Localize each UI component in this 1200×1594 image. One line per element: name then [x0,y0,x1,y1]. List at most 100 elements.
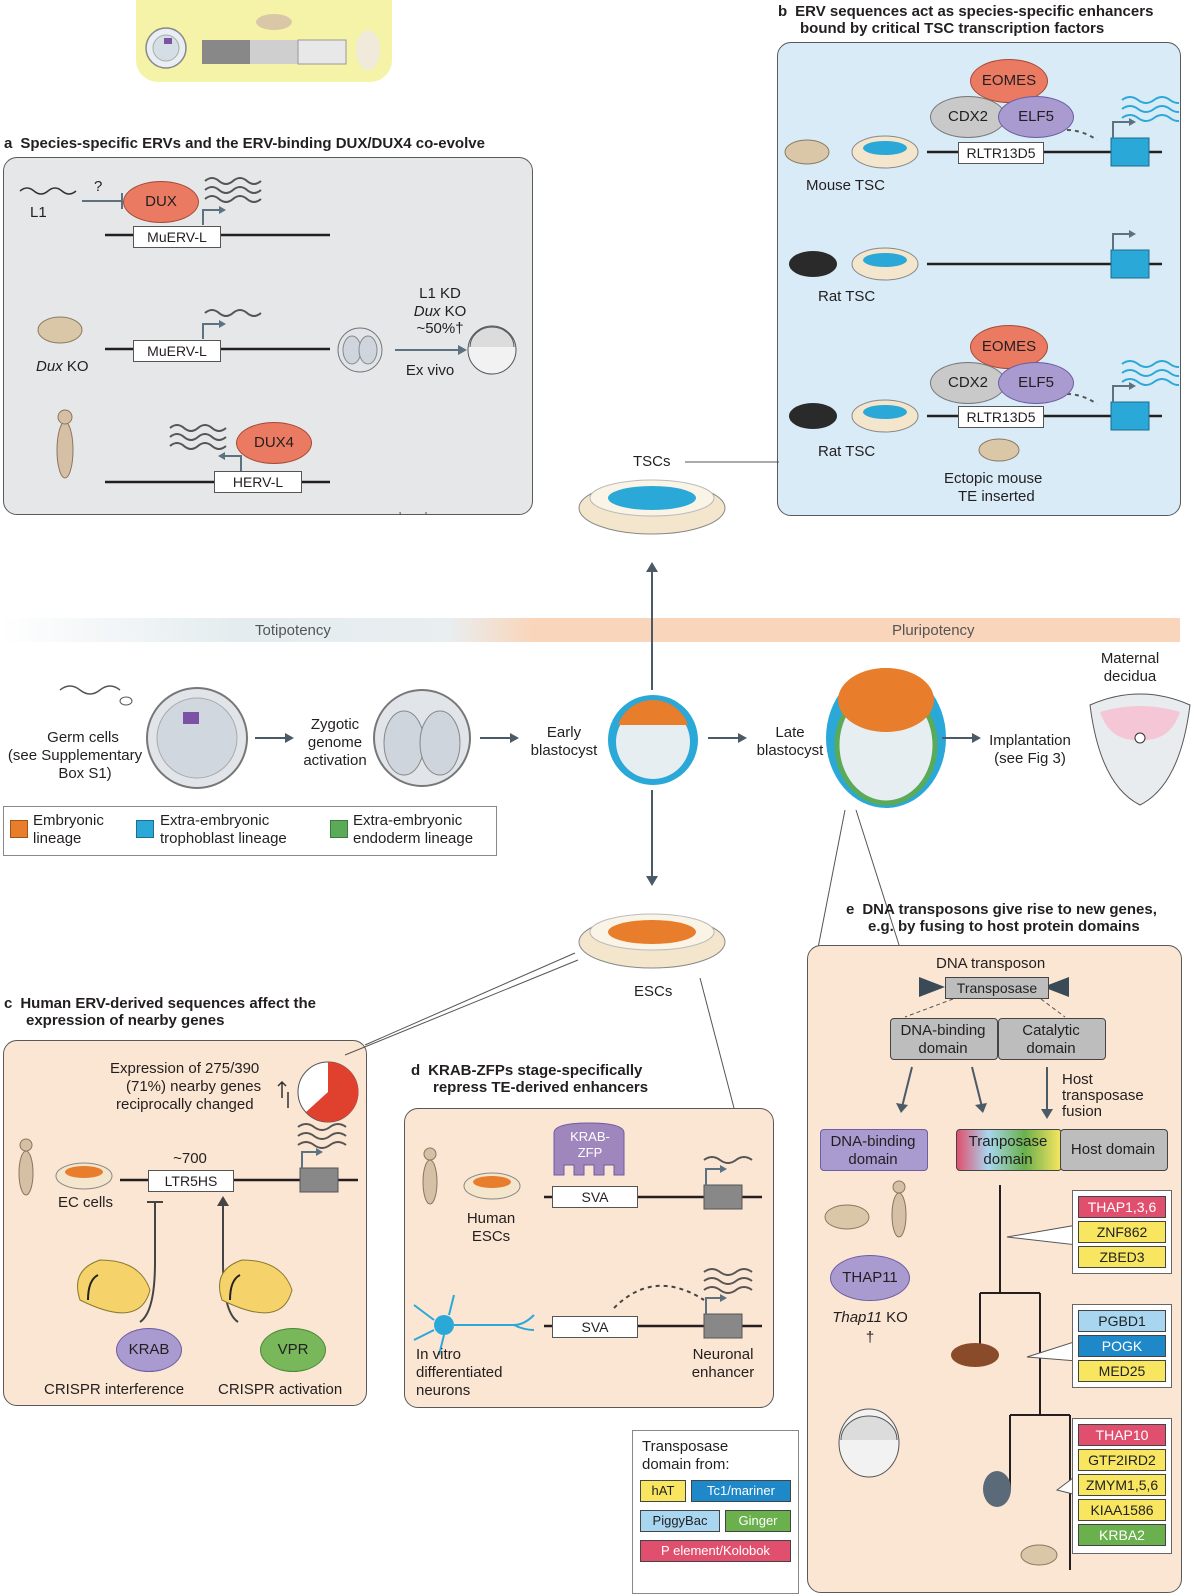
eomes-protein-2: EOMES [970,325,1048,369]
ec-cells-label: EC cells [58,1194,114,1211]
legend-hat: hAT [640,1480,686,1502]
catalytic-domain-box [998,1018,1106,1060]
catalytic-label-1: Catalytic [1022,1022,1080,1039]
host-domain-box [1060,1129,1168,1171]
transposase-domain-box [956,1129,1062,1171]
early-blastocyst-label-1: Early [546,724,582,741]
gene-chip: KIAA1586 [1078,1499,1166,1521]
panel-c-graphics [18,952,579,1323]
expression-label-1: Expression of 275/390 [110,1060,260,1077]
human-escs-label-2: ESCs [471,1228,511,1245]
expression-label-3: reciprocally changed [116,1096,254,1113]
approx-700-label: ~700 [173,1150,207,1167]
ex-vivo-label: Ex vivo [405,362,455,379]
l1-kd-label: L1 KD [419,285,461,302]
dux-ko-line: Dux KO [413,303,467,320]
dbd-derived-label-2: domain [848,1151,898,1168]
embryonic-label-2: lineage [33,830,82,847]
thap11-protein: THAP11 [830,1255,910,1301]
tranposase-label-2: domain [983,1151,1033,1168]
percent-label: ~50%† [416,320,464,337]
legend-tc1: Tc1/mariner [691,1480,791,1502]
tscs-label: TSCs [633,453,671,470]
host-fusion-label-2: transposase [1062,1087,1144,1104]
trophoblast-label-1: Extra-embryonic [160,812,270,829]
escs-label: ESCs [634,983,673,1000]
legend-piggybac: PiggyBac [640,1510,720,1532]
crispr-interference-label: CRISPR interference [44,1381,185,1398]
elf5-protein-1: ELF5 [998,96,1074,138]
neuronal-enhancer-label-1: Neuronal [692,1346,754,1363]
maternal-decidua-label-1: Maternal [1100,650,1160,667]
implantation-label-2: (see Fig 3) [994,750,1066,767]
krab-domain: KRAB [116,1328,182,1372]
ltr5hs-box: LTR5HS [148,1170,234,1192]
late-blastocyst-label-2: blastocyst [756,742,824,759]
dagger-label: † [865,1329,875,1346]
gene-chip: POGK [1078,1335,1166,1357]
in-vitro-label-1: In vitro [416,1346,462,1363]
tranposase-label-1: Tranposase [968,1133,1048,1150]
herv-l-box: HERV-L [214,471,302,493]
dux-ko-label: Dux KO [36,358,89,375]
trophoblast-label-2: trophoblast lineage [160,830,287,847]
embryonic-swatch [10,820,28,838]
late-blastocyst-label-1: Late [775,724,805,741]
germ-cells-label-2: (see Supplementary [7,747,143,764]
ectopic-label-2: TE inserted [958,488,1035,505]
endoderm-label-2: endoderm lineage [353,830,474,847]
legend-ginger: Ginger [725,1510,791,1532]
vpr-domain: VPR [260,1328,326,1372]
thap11-ko-label: Thap11 KO [832,1309,908,1326]
embryonic-label-1: Embryonic [33,812,104,829]
transposase-legend-title-1: Transposase [642,1438,729,1455]
mouse-tsc-label: Mouse TSC [806,177,885,194]
dbd-label-2: domain [918,1040,968,1057]
gene-chip: GTF2IRD2 [1078,1449,1166,1471]
krab-zfp-label-2: ZFP [577,1145,603,1160]
rltr13d5-box-2: RLTR13D5 [958,406,1044,428]
l1-label: L1 [30,204,47,221]
gene-chip: THAP1,3,6 [1078,1196,1166,1218]
muerv-l-box-1: MuERV-L [133,226,221,248]
gene-chip: KRBA2 [1078,1524,1166,1546]
zga-label-1: Zygotic [310,716,360,733]
lineage-legend [3,806,497,856]
rat-tsc-label-1: Rat TSC [818,288,876,305]
oocyte-to-pup-icon [145,14,380,70]
dna-transposon-label: DNA transposon [936,955,1046,972]
question-mark: ? [94,178,103,195]
neuronal-enhancer-label-2: enhancer [691,1364,755,1381]
zga-label-3: activation [303,752,367,769]
sva-box-2: SVA [552,1316,638,1338]
krab-zfp-label-1: KRAB- [570,1129,610,1144]
dux4-protein: DUX4 [236,422,312,464]
dbd-derived-label-1: DNA-binding [830,1133,916,1150]
human-escs-label-1: Human [466,1210,516,1227]
rltr13d5-box-1: RLTR13D5 [958,142,1044,164]
catalytic-label-2: domain [1026,1040,1076,1057]
endoderm-swatch [330,820,348,838]
dbd-label-1: DNA-binding [900,1022,986,1039]
elf5-protein-2: ELF5 [998,362,1074,404]
panel-a-graphics [19,177,517,515]
sva-box-1: SVA [552,1186,638,1208]
rat-tsc-label-2: Rat TSC [818,443,876,460]
in-vitro-label-3: neurons [416,1382,471,1399]
gene-chip: MED25 [1078,1360,1166,1382]
legend-pelement: P element/Kolobok [640,1540,791,1562]
early-blastocyst-label-2: blastocyst [530,742,598,759]
muerv-l-box-2: MuERV-L [133,340,221,362]
panel-b-graphics [784,96,1179,462]
implantation-label-1: Implantation [989,732,1071,749]
center-graphics [0,461,1191,969]
crispr-activation-label: CRISPR activation [218,1381,343,1398]
cdx2-protein-2: CDX2 [930,362,1006,404]
germ-cells-label-1: Germ cells [47,729,119,746]
expression-label-2: (71%) nearby genes [126,1078,262,1095]
cdx2-protein-1: CDX2 [930,96,1006,138]
endoderm-label-1: Extra-embryonic [353,812,463,829]
